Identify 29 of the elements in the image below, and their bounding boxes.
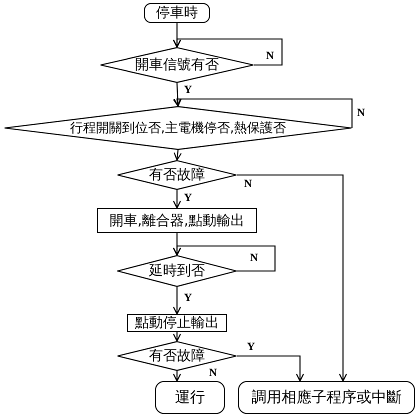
edge-label: Y bbox=[183, 193, 193, 204]
edge-label: N bbox=[356, 108, 366, 119]
decision-diamond: 開車信號有否 bbox=[100, 47, 254, 83]
terminal-box: 運行 bbox=[155, 381, 225, 414]
decision-diamond: 行程開關到位否,主電機停否,熱保護否 bbox=[4, 106, 352, 150]
process-box: 開車,離合器,點動輸出 bbox=[97, 208, 257, 233]
arrow bbox=[172, 38, 283, 66]
edge-label: Y bbox=[246, 342, 256, 353]
arrow bbox=[172, 371, 182, 382]
decision-diamond: 延時到否 bbox=[117, 255, 237, 287]
arrow bbox=[174, 150, 182, 161]
arrow bbox=[172, 190, 182, 209]
edge-label: Y bbox=[183, 85, 193, 96]
arrow bbox=[237, 355, 304, 382]
edge-label: N bbox=[249, 253, 259, 264]
process-box: 點動停止輸出 bbox=[127, 314, 227, 332]
arrow bbox=[174, 82, 182, 107]
edge-label: N bbox=[265, 51, 275, 62]
arrow bbox=[173, 98, 353, 128]
arrow bbox=[172, 245, 276, 272]
edge-label: N bbox=[243, 179, 253, 190]
arrow bbox=[172, 287, 182, 315]
terminal-box: 停車時 bbox=[144, 3, 210, 23]
decision-diamond: 有否故障 bbox=[117, 160, 237, 190]
arrow bbox=[237, 174, 348, 382]
terminal-box: 調用相應子程序或中斷 bbox=[238, 381, 415, 414]
arrow bbox=[172, 332, 182, 342]
edge-label: N bbox=[208, 368, 218, 379]
edge-label: Y bbox=[183, 293, 193, 304]
